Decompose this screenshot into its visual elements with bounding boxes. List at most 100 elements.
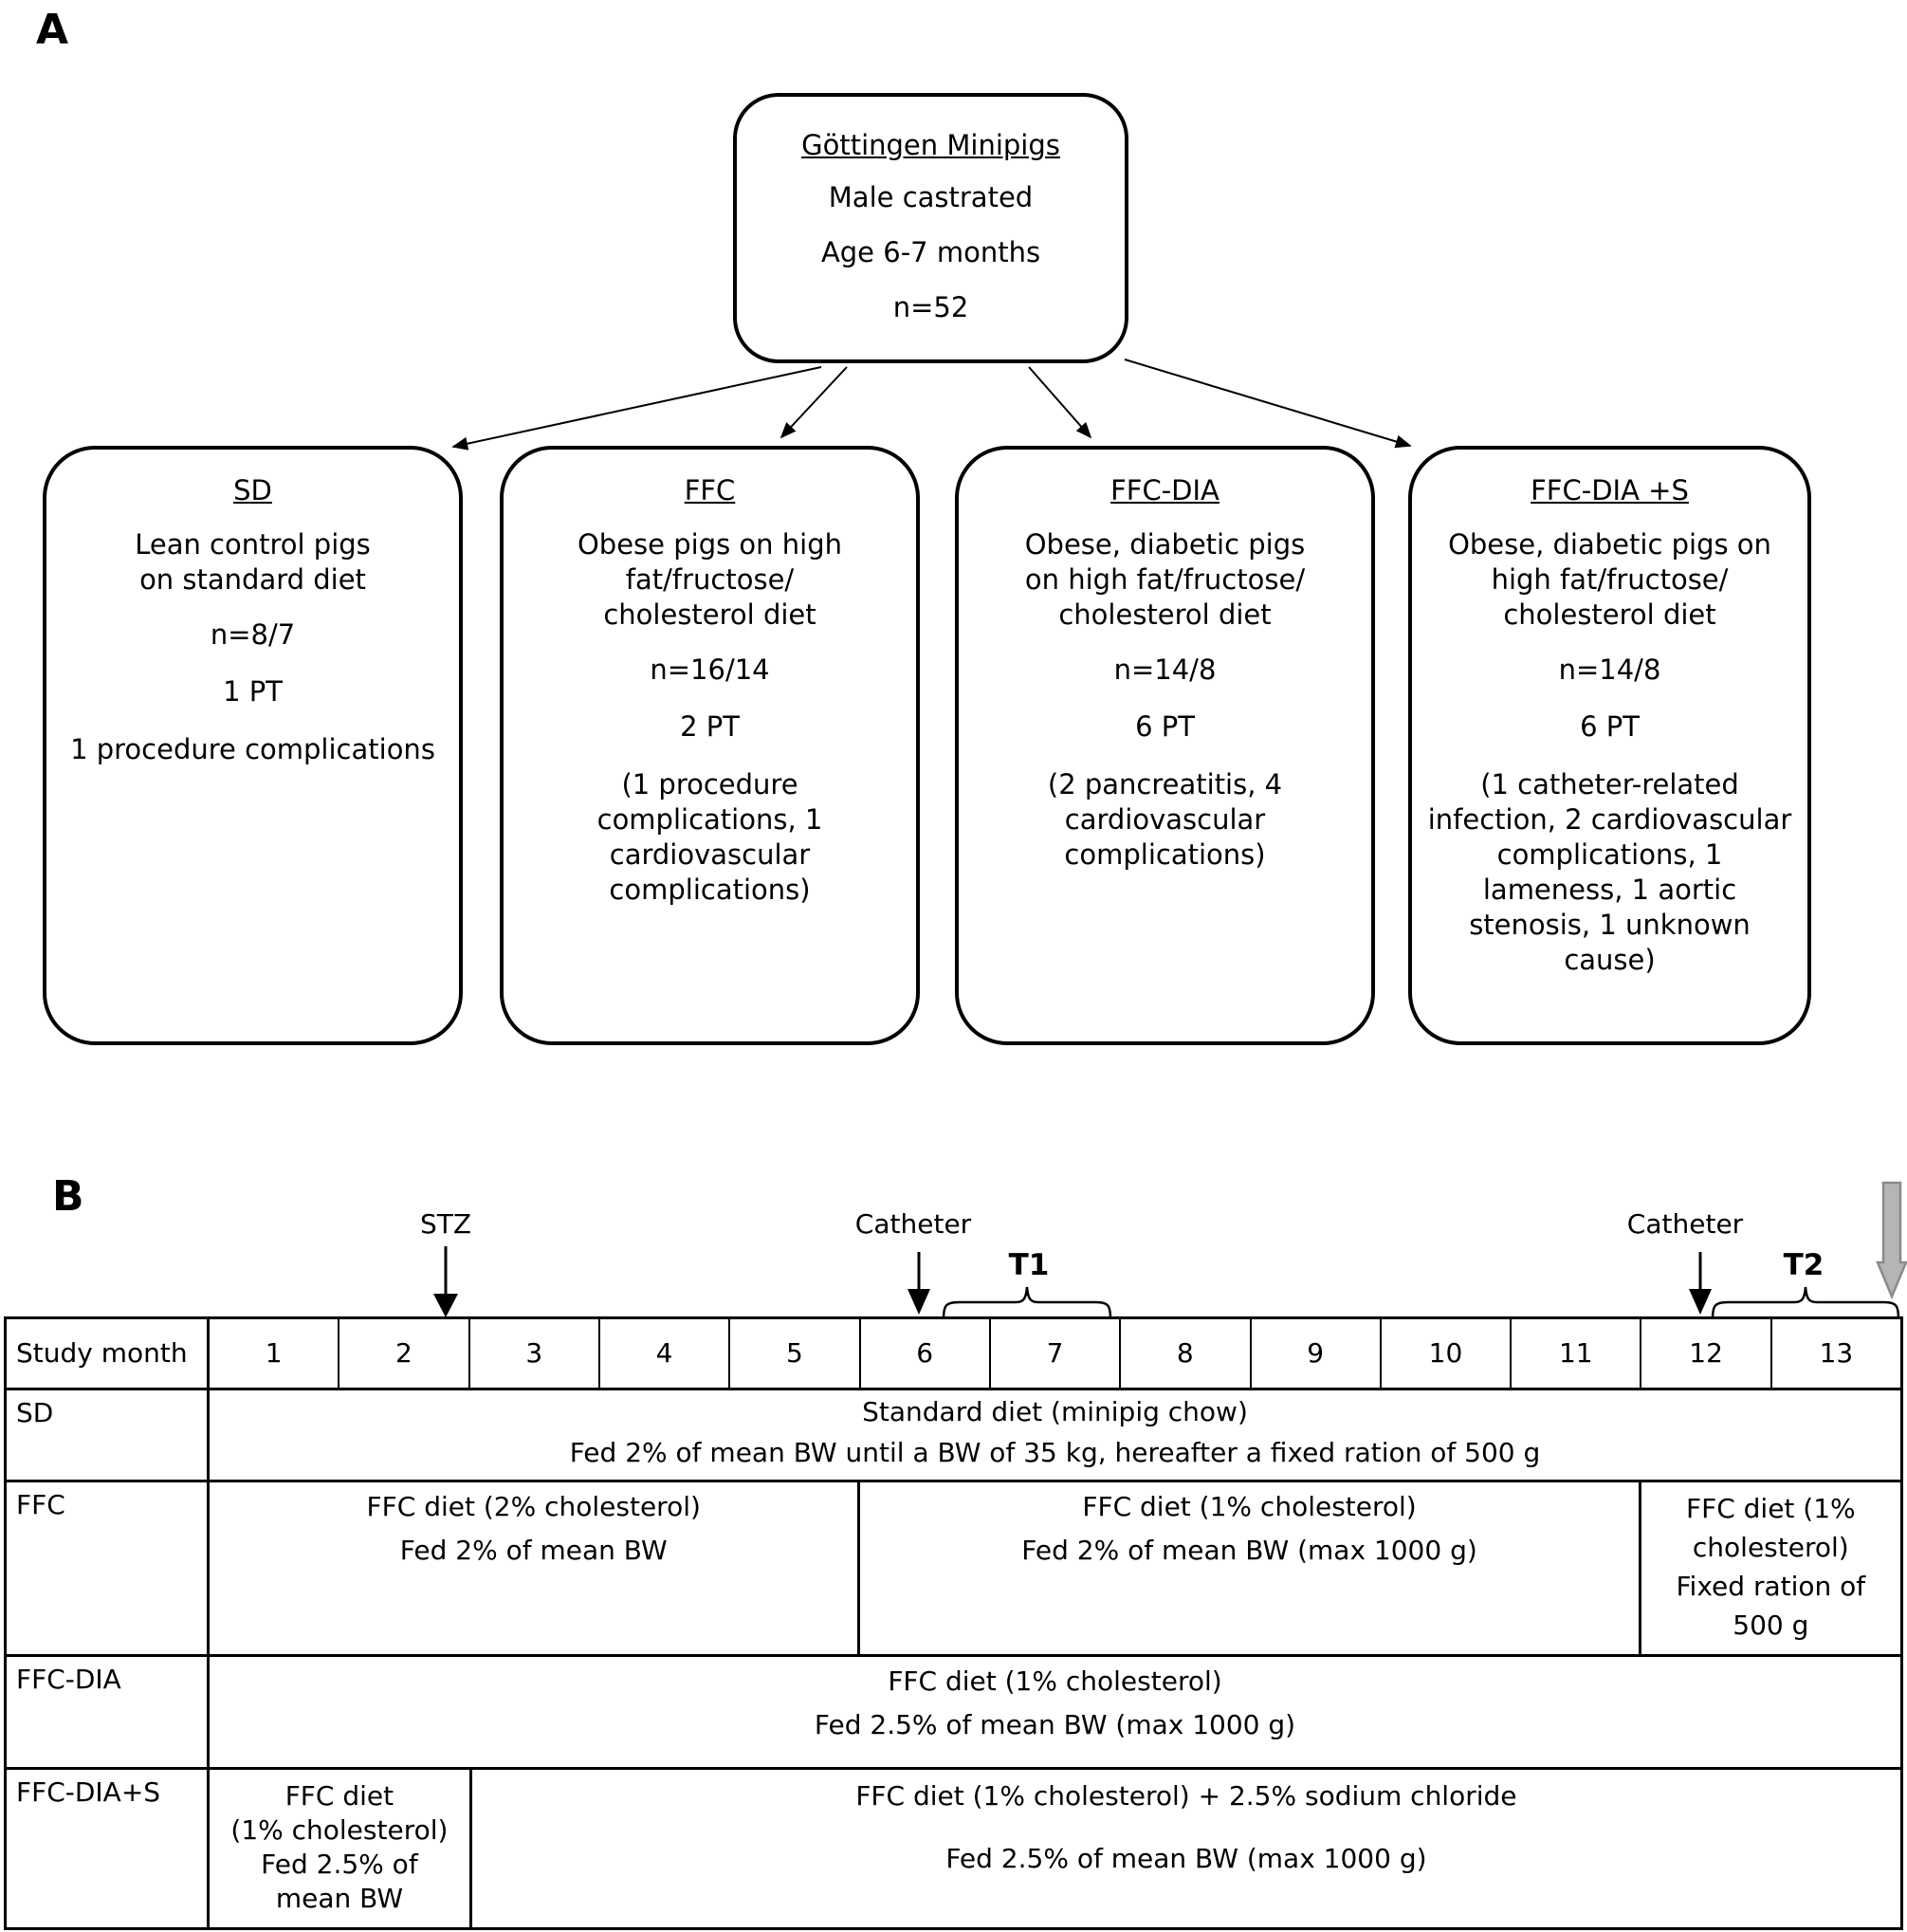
diet-line: cholesterol) — [1692, 1532, 1849, 1563]
row-label: SD — [7, 1390, 210, 1480]
group-complications: 1 procedure complications — [70, 733, 435, 765]
diet-line: Fed 2% of mean BW until a BW of 35 kg, h… — [569, 1437, 1541, 1468]
flow-arrow-root-to-sd — [451, 366, 822, 451]
desc-line: cholesterol diet — [1503, 598, 1716, 631]
flow-arrow-root-to-ffc-dia-s — [1124, 359, 1412, 449]
catheter1-arrow-icon — [908, 1252, 930, 1315]
study-end-gray-arrow-icon — [1876, 1181, 1907, 1300]
group-desc: Obese, diabetic pigs on high fat/fructos… — [978, 527, 1352, 633]
month-cell: 8 — [1119, 1319, 1249, 1388]
panel-a-label: A — [36, 6, 69, 54]
diet-cell-ffc-2: FFC diet (1% cholesterol) Fed 2% of mean… — [857, 1482, 1638, 1654]
diet-line: FFC diet — [284, 1780, 394, 1812]
table-row-ffc-dia-s: FFC-DIA+S FFC diet (1% cholesterol) Fed … — [7, 1767, 1900, 1927]
t2-brace-icon — [1711, 1286, 1900, 1320]
group-complications: (1 procedure complications, 1 cardiovasc… — [596, 768, 823, 906]
diet-line: Fixed ration of — [1676, 1571, 1866, 1602]
root-box-title: Göttingen Minipigs — [801, 129, 1060, 161]
group-box-ffc-dia: FFC-DIA Obese, diabetic pigs on high fat… — [955, 446, 1375, 1045]
table-header-row: Study month 1 2 3 4 5 6 7 8 9 10 11 12 1… — [7, 1319, 1900, 1388]
row-label: FFC-DIA+S — [7, 1770, 210, 1927]
group-box-ffc-dia-s: FFC-DIA +S Obese, diabetic pigs on high … — [1408, 446, 1811, 1045]
group-complications: (2 pancreatitis, 4 cardiovascular compli… — [1047, 768, 1283, 871]
group-pt: 6 PT — [1135, 710, 1195, 743]
month-cell: 12 — [1640, 1319, 1769, 1388]
month-cell: 11 — [1510, 1319, 1640, 1388]
group-pt: 6 PT — [1580, 710, 1640, 743]
desc-line: on standard diet — [139, 563, 366, 596]
month-cell: 7 — [988, 1319, 1119, 1388]
month-header-cells: 1 2 3 4 5 6 7 8 9 10 11 12 13 — [210, 1319, 1900, 1388]
diet-line: Fed 2% of mean BW (max 1000 g) — [1021, 1535, 1477, 1566]
diet-line: FFC diet (1% — [1685, 1493, 1856, 1524]
month-cell: 1 — [265, 1337, 283, 1369]
timeline-table: Study month 1 2 3 4 5 6 7 8 9 10 11 12 1… — [4, 1316, 1903, 1930]
diet-cell-ffc-dia-s-1: FFC diet (1% cholesterol) Fed 2.5% of me… — [210, 1770, 469, 1927]
panel-b-label: B — [52, 1172, 84, 1221]
flow-arrow-root-to-ffc — [779, 366, 848, 439]
desc-line: Obese, diabetic pigs on — [1448, 528, 1771, 561]
group-title: SD — [233, 474, 272, 506]
group-desc: Obese pigs on high fat/fructose/ cholest… — [523, 527, 897, 633]
t1-brace-icon — [942, 1286, 1112, 1320]
diet-line: Standard diet (minipig chow) — [862, 1396, 1248, 1427]
group-pt: 2 PT — [680, 710, 740, 743]
desc-line: cholesterol diet — [1058, 598, 1272, 631]
root-box-line: Age 6-7 months — [820, 236, 1041, 268]
group-title: FFC-DIA +S — [1531, 474, 1689, 506]
month-cell: 2 — [338, 1319, 468, 1388]
diet-line: FFC diet (1% cholesterol) — [888, 1665, 1222, 1697]
group-box-sd: SD Lean control pigs on standard diet n=… — [43, 446, 463, 1045]
group-title: FFC — [684, 474, 736, 506]
t1-annotation: T1 — [1008, 1248, 1050, 1282]
group-desc: Lean control pigs on standard diet — [65, 527, 440, 598]
group-n: n=14/8 — [1558, 653, 1661, 686]
root-box-line: Male castrated — [828, 181, 1034, 213]
diet-line: FFC diet (1% cholesterol) + 2.5% sodium … — [855, 1780, 1517, 1812]
diet-line: (1% cholesterol) — [230, 1814, 449, 1846]
month-cell: 4 — [597, 1319, 728, 1388]
diet-cell-ffc-3: FFC diet (1% cholesterol) Fixed ration o… — [1638, 1482, 1900, 1654]
month-cell: 9 — [1249, 1319, 1380, 1388]
desc-line: on high fat/fructose/ — [1024, 563, 1306, 596]
desc-line: Obese pigs on high — [577, 528, 842, 561]
diet-line: Fed 2.5% of — [261, 1849, 418, 1880]
desc-line: fat/fructose/ — [625, 563, 795, 596]
catheter1-annotation: Catheter — [854, 1208, 972, 1240]
group-box-ffc: FFC Obese pigs on high fat/fructose/ cho… — [500, 446, 920, 1045]
desc-line: cholesterol diet — [603, 598, 816, 631]
root-box: Göttingen Minipigs Male castrated Age 6-… — [733, 93, 1128, 363]
desc-line: Lean control pigs — [135, 528, 371, 561]
month-cell: 10 — [1379, 1319, 1510, 1388]
header-label-cell: Study month — [7, 1319, 210, 1388]
diet-line: Fed 2.5% of mean BW (max 1000 g) — [945, 1843, 1427, 1874]
table-row-sd: SD Standard diet (minipig chow) Fed 2% o… — [7, 1388, 1900, 1480]
month-cell: 5 — [728, 1319, 858, 1388]
group-pt: 1 PT — [223, 675, 283, 708]
desc-line: high fat/fructose/ — [1491, 563, 1729, 596]
stz-annotation: STZ — [419, 1208, 472, 1240]
root-box-line: n=52 — [892, 291, 969, 323]
month-cell: 3 — [468, 1319, 598, 1388]
t2-annotation: T2 — [1783, 1248, 1824, 1282]
group-n: n=8/7 — [210, 618, 296, 651]
diet-cell-ffc-dia: FFC diet (1% cholesterol) Fed 2.5% of me… — [210, 1657, 1900, 1767]
catheter2-annotation: Catheter — [1626, 1208, 1744, 1240]
table-row-ffc-dia: FFC-DIA FFC diet (1% cholesterol) Fed 2.… — [7, 1654, 1900, 1767]
group-title: FFC-DIA — [1110, 474, 1219, 506]
diet-line: Fed 2.5% of mean BW (max 1000 g) — [814, 1709, 1296, 1740]
diet-line: Fed 2% of mean BW — [399, 1535, 668, 1566]
diet-cell-sd: Standard diet (minipig chow) Fed 2% of m… — [210, 1390, 1900, 1480]
diet-cell-ffc-dia-s-2: FFC diet (1% cholesterol) + 2.5% sodium … — [468, 1770, 1900, 1927]
stz-arrow-icon — [433, 1246, 458, 1317]
group-desc: Obese, diabetic pigs on high fat/fructos… — [1426, 527, 1793, 633]
desc-line: Obese, diabetic pigs — [1024, 528, 1306, 561]
diet-line: FFC diet (1% cholesterol) — [1082, 1491, 1417, 1522]
flow-arrow-root-to-ffc-dia — [1028, 366, 1092, 439]
diet-line: FFC diet (2% cholesterol) — [366, 1491, 701, 1522]
group-n: n=16/14 — [650, 653, 770, 686]
group-complications: (1 catheter-related infection, 2 cardiov… — [1427, 768, 1792, 976]
month-cell: 6 — [858, 1319, 989, 1388]
group-n: n=14/8 — [1113, 653, 1217, 686]
